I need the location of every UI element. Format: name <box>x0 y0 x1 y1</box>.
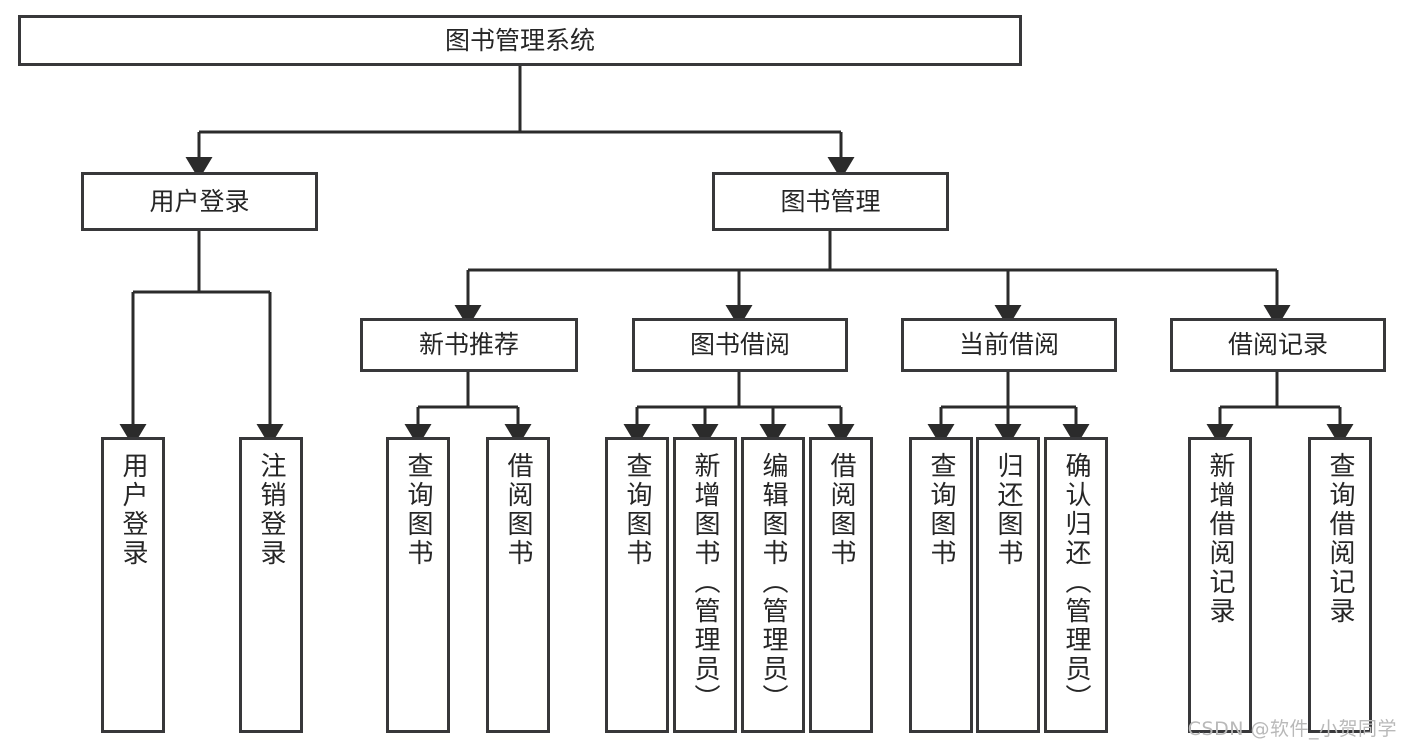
node-book-management[interactable]: 图书管理 <box>712 172 949 231</box>
node-label: 查询借阅记录 <box>1325 452 1355 626</box>
node-label: 借阅图书 <box>503 452 533 568</box>
leaf-borrow-book-2[interactable]: 借阅图书 <box>809 437 873 733</box>
leaf-add-record[interactable]: 新增借阅记录 <box>1188 437 1252 733</box>
node-label: 新增借阅记录 <box>1205 452 1235 626</box>
leaf-add-book[interactable]: 新增图书（管理员） <box>673 437 737 733</box>
node-label: 借阅记录 <box>1227 330 1328 359</box>
leaf-edit-book[interactable]: 编辑图书（管理员） <box>741 437 805 733</box>
leaf-logout-login[interactable]: 注销登录 <box>239 437 303 733</box>
node-book-borrow[interactable]: 图书借阅 <box>632 318 848 372</box>
node-label: 注销登录 <box>256 452 286 568</box>
node-label: 图书借阅 <box>689 330 790 359</box>
leaf-query-book-1[interactable]: 查询图书 <box>386 437 450 733</box>
leaf-query-book-3[interactable]: 查询图书 <box>909 437 973 733</box>
node-label: 用户登录 <box>149 186 250 216</box>
node-label: 新书推荐 <box>418 330 519 359</box>
node-label: 新增图书（管理员） <box>690 452 720 713</box>
watermark-text: CSDN @软件_小贺同学 <box>1187 718 1397 740</box>
node-label: 当前借阅 <box>958 330 1059 359</box>
node-new-book-recommend[interactable]: 新书推荐 <box>360 318 578 372</box>
leaf-query-record[interactable]: 查询借阅记录 <box>1308 437 1372 733</box>
leaf-query-book-2[interactable]: 查询图书 <box>605 437 669 733</box>
node-user-login[interactable]: 用户登录 <box>81 172 318 231</box>
node-borrow-record[interactable]: 借阅记录 <box>1170 318 1386 372</box>
node-label: 查询图书 <box>926 452 956 568</box>
node-root-system[interactable]: 图书管理系统 <box>18 15 1022 66</box>
node-label: 图书管理系统 <box>444 25 595 55</box>
node-label: 查询图书 <box>622 452 652 568</box>
node-label: 归还图书 <box>993 452 1023 568</box>
node-label: 确认归还（管理员） <box>1061 452 1091 713</box>
node-label: 编辑图书（管理员） <box>758 452 788 713</box>
node-label: 借阅图书 <box>826 452 856 568</box>
node-label: 查询图书 <box>403 452 433 568</box>
leaf-user-login[interactable]: 用户登录 <box>101 437 165 733</box>
leaf-return-book[interactable]: 归还图书 <box>976 437 1040 733</box>
leaf-borrow-book-1[interactable]: 借阅图书 <box>486 437 550 733</box>
node-current-borrow[interactable]: 当前借阅 <box>901 318 1117 372</box>
leaf-confirm-return[interactable]: 确认归还（管理员） <box>1044 437 1108 733</box>
node-label: 用户登录 <box>118 452 148 568</box>
node-label: 图书管理 <box>780 186 881 216</box>
